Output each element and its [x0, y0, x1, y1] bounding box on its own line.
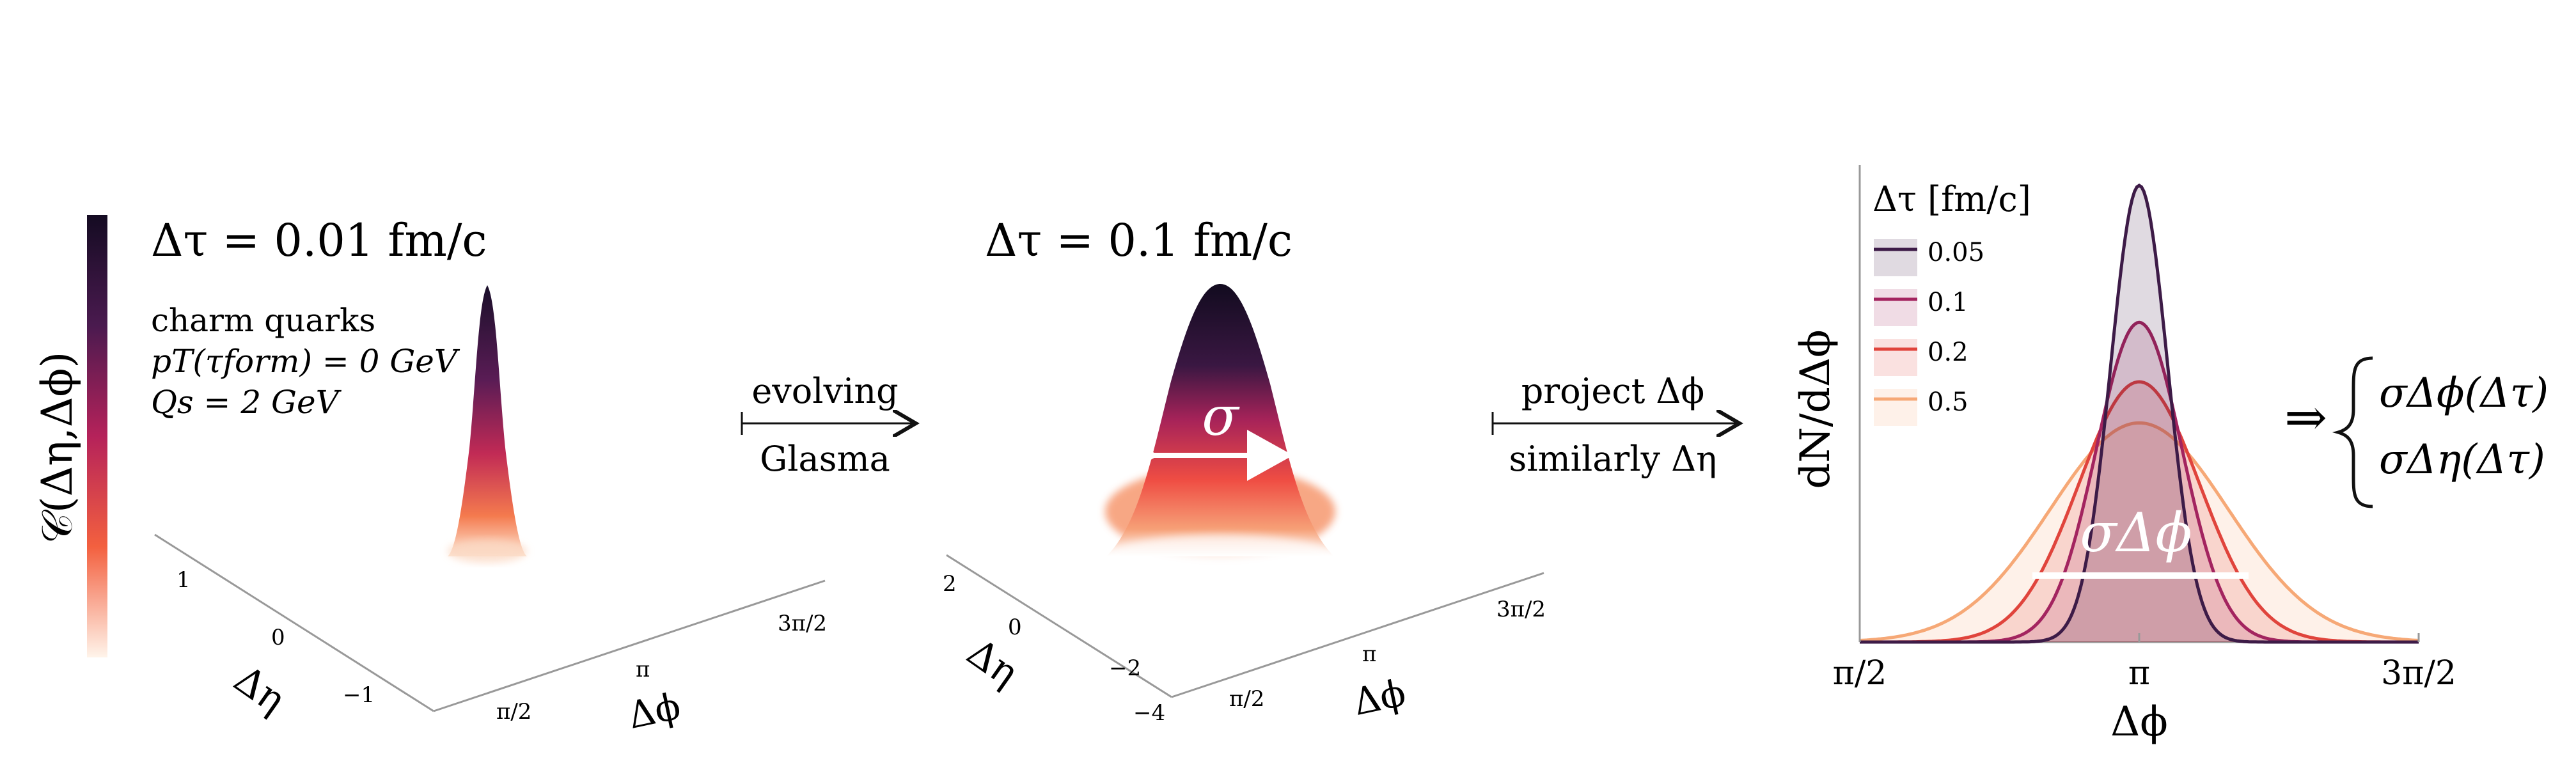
x-tick-label: π/2	[1833, 654, 1887, 693]
legend-swatch-0.5	[1874, 389, 1917, 426]
panel2-eta-tick: −4	[1133, 700, 1165, 726]
x-tick-label: 3π/2	[2381, 654, 2456, 693]
series-line-0.05	[1860, 183, 2419, 644]
series-area-0.05	[1860, 185, 2419, 642]
panel2-eta-tick: 2	[943, 571, 957, 597]
arrow2-bottom-label: similarly Δη	[1509, 439, 1716, 479]
panel2-phi-label: Δϕ	[1349, 671, 1410, 724]
legend-swatch-0.1	[1874, 289, 1917, 326]
chart-series-group	[1859, 183, 2419, 644]
panel1-phi-tick: π/2	[496, 699, 531, 725]
panel2-phi-tick: π/2	[1229, 686, 1264, 712]
panel1-phi-axis	[433, 579, 826, 712]
series-area-0.2	[1860, 382, 2419, 642]
implies-symbol: ⇒	[2284, 388, 2327, 447]
panel1-phi-label: Δϕ	[624, 684, 684, 737]
result-line-1: σΔϕ(Δτ)	[2379, 370, 2549, 417]
legend-label-0.05: 0.05	[1928, 238, 1984, 267]
legend-label-0.5: 0.5	[1928, 388, 1968, 417]
chart-xticks: π/2 π 3π/2	[1833, 633, 2456, 693]
colorbar-label: 𝒞(Δη,Δϕ)	[33, 352, 82, 544]
panel1-peak-base	[448, 540, 527, 563]
legend-label-0.2: 0.2	[1928, 338, 1968, 367]
panel1-note-1: charm quarks	[151, 302, 375, 339]
panel2-phi-tick: π	[1362, 641, 1376, 667]
panel1-eta-axis	[154, 533, 434, 712]
chart-annotation: σΔϕ	[2080, 501, 2192, 564]
panel2-eta-axis	[946, 554, 1172, 698]
panel1-eta-tick: 1	[177, 567, 191, 593]
panel1-note-3: Qs = 2 GeV	[151, 384, 342, 421]
legend-title: Δτ [fm/c]	[1873, 179, 2031, 219]
result-line-2: σΔη(Δτ)	[2379, 436, 2545, 483]
colorbar	[87, 215, 107, 657]
panel1-eta-tick: −1	[343, 682, 375, 708]
panel1-phi-tick: π	[636, 657, 650, 682]
arrow2-top-label: project Δϕ	[1521, 371, 1705, 411]
legend-swatch-0.2	[1874, 339, 1917, 376]
arrow1-top-label: evolving	[751, 371, 898, 411]
panel2-peak	[1106, 284, 1334, 556]
series-area-0.1	[1860, 322, 2419, 642]
panel1-dtau: Δτ = 0.01 fm/c	[151, 214, 487, 267]
chart-ylabel: dN/dΔϕ	[1792, 329, 1839, 489]
chart-xlabel: Δϕ	[2110, 698, 2168, 746]
panel1-note-2: pT(τform) = 0 GeV	[151, 343, 460, 380]
legend: 0.05 0.1 0.2 0.5	[1874, 238, 1984, 426]
legend-swatch-0.05	[1874, 239, 1917, 276]
panel1-eta-label: Δη	[226, 657, 293, 723]
panel2-peak-fade	[1103, 535, 1338, 581]
series-line-0.2	[1860, 380, 2419, 644]
arrow1-bottom-label: Glasma	[760, 439, 890, 479]
panel2-width-label: σ	[1202, 385, 1240, 448]
panel2-dtau: Δτ = 0.1 fm/c	[985, 214, 1292, 267]
legend-label-0.1: 0.1	[1928, 288, 1968, 317]
panel2-phi-tick: 3π/2	[1496, 597, 1546, 622]
series-line-0.5	[1859, 421, 2419, 642]
panel2-eta-tick: −2	[1109, 655, 1141, 681]
panel2-phi-axis	[1171, 572, 1544, 698]
panel1-phi-tick: 3π/2	[778, 611, 827, 636]
panel2-eta-tick: 0	[1008, 615, 1022, 640]
series-area-0.5	[1860, 423, 2419, 642]
result-brace	[2332, 356, 2373, 508]
panel1-peak	[448, 285, 527, 556]
x-tick-label: π	[2128, 654, 2150, 693]
panel1-eta-tick: 0	[271, 625, 285, 650]
